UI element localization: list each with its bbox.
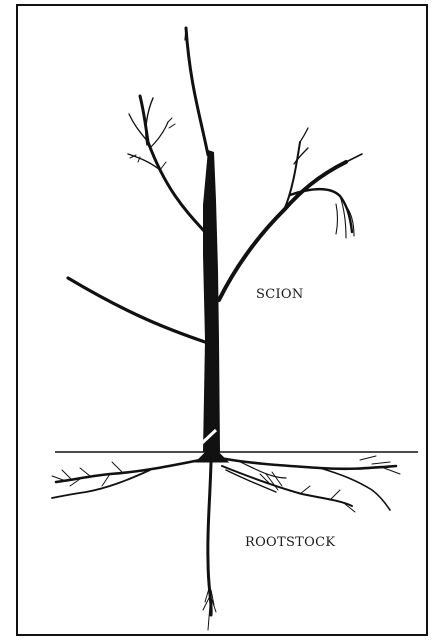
scion-label: SCION bbox=[256, 287, 304, 302]
rootstock-roots bbox=[52, 446, 400, 630]
rootstock-label: ROOTSTOCK bbox=[245, 535, 335, 550]
scion-trunk-and-branches bbox=[68, 28, 362, 452]
